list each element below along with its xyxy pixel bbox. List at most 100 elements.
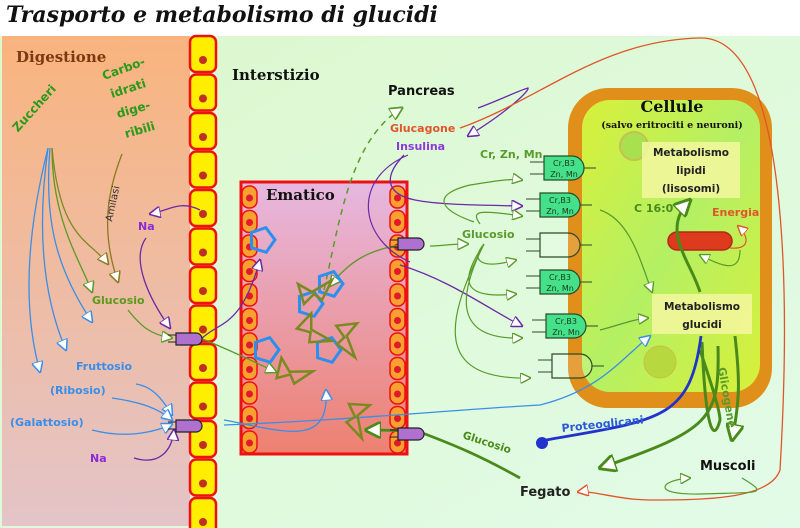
pancreas-label: Pancreas bbox=[388, 84, 455, 99]
epithelial-cell bbox=[188, 111, 218, 151]
cell-nucleus bbox=[246, 390, 253, 398]
glucose-transporter bbox=[551, 353, 593, 379]
svg-text:Metabolismo: Metabolismo bbox=[664, 301, 740, 313]
cell-nucleus bbox=[394, 194, 401, 202]
glucagone-label: Glucagone bbox=[390, 122, 455, 135]
cell-nucleus bbox=[246, 341, 253, 349]
fruttosio-label: Fruttosio bbox=[76, 360, 132, 373]
fegato-label: Fegato bbox=[520, 485, 570, 500]
transporter-protein bbox=[397, 427, 425, 441]
cell-nucleus bbox=[199, 518, 207, 526]
fructose-molecule bbox=[317, 269, 345, 299]
cell-nucleus bbox=[246, 268, 253, 275]
transporter-label: Zn, Mn bbox=[546, 207, 574, 216]
svg-text:glucidi: glucidi bbox=[682, 319, 722, 331]
cell-nucleus bbox=[199, 402, 207, 411]
glucose-molecule bbox=[274, 354, 318, 386]
svg-text:Metabolismo: Metabolismo bbox=[653, 147, 729, 159]
glucid-metabolism-box bbox=[652, 294, 752, 334]
cell-nucleus bbox=[394, 366, 401, 373]
cell-nucleus bbox=[246, 439, 253, 447]
transporter-protein bbox=[397, 237, 425, 251]
cell-nucleus bbox=[199, 364, 207, 372]
glucose-transporter bbox=[543, 155, 585, 181]
transporter-label: Cr,B3 bbox=[549, 196, 571, 205]
na-bottom-label: Na bbox=[90, 452, 107, 465]
cell-nucleus bbox=[199, 56, 207, 64]
transporter-label: Zn, Mn bbox=[550, 170, 578, 179]
glucosio-interstitium-label: Glucosio bbox=[462, 228, 515, 241]
cell-nucleus bbox=[394, 341, 401, 349]
cell-nucleus bbox=[394, 219, 401, 226]
blood-label: Ematico bbox=[266, 186, 335, 204]
epithelial-cell bbox=[188, 381, 218, 420]
digestion-region bbox=[2, 36, 190, 526]
lipid-metabolism-label: Metabolismo lipidi (lisosomi) bbox=[653, 147, 729, 195]
digestion-label: Digestione bbox=[16, 48, 106, 66]
cell-nucleus bbox=[199, 210, 207, 218]
glucose-molecule bbox=[344, 402, 373, 443]
cell-nucleus bbox=[199, 171, 207, 180]
epithelial-cell bbox=[188, 188, 218, 228]
transporter-label: Cr,B3 bbox=[555, 317, 577, 326]
cell-nucleus bbox=[394, 268, 401, 275]
cofactors-label: Cr, Zn, Mn bbox=[480, 148, 542, 161]
blood-molecules bbox=[249, 225, 373, 443]
interstitium-label: Interstizio bbox=[232, 66, 320, 84]
cell-nucleus bbox=[199, 479, 207, 488]
cell-nucleus bbox=[199, 325, 207, 334]
transporter-protein bbox=[175, 332, 203, 346]
glucose-molecule bbox=[334, 321, 360, 362]
fructose-molecule bbox=[253, 335, 281, 365]
transporter-label: Zn, Mn bbox=[546, 284, 574, 293]
cell-nucleus bbox=[394, 317, 401, 324]
transporter-label: Cr,B3 bbox=[549, 273, 571, 282]
ribosio-label: (Ribosio) bbox=[50, 384, 106, 397]
epithelial-cell bbox=[188, 73, 218, 112]
epithelial-cell bbox=[188, 150, 218, 189]
na-top-label: Na bbox=[138, 220, 155, 233]
glucid-metabolism-label: Metabolismo glucidi bbox=[664, 301, 740, 331]
cell-nucleus bbox=[199, 441, 207, 449]
galattosio-label: (Galattosio) bbox=[10, 416, 84, 429]
epithelial-cell bbox=[188, 227, 218, 266]
epithelial-cell bbox=[188, 496, 218, 528]
transporter-label: Cr,B3 bbox=[553, 159, 575, 168]
epithelial-cell bbox=[188, 34, 218, 74]
svg-text:lipidi: lipidi bbox=[676, 165, 705, 177]
epithelial-cell bbox=[188, 342, 218, 382]
muscoli-label: Muscoli bbox=[700, 459, 755, 474]
mitochondrion bbox=[667, 231, 733, 251]
blood-vessel bbox=[239, 180, 409, 456]
cell-nucleus bbox=[246, 194, 253, 202]
cell-nucleus bbox=[394, 390, 401, 398]
epithelial-cell bbox=[188, 265, 218, 305]
glucose-molecule bbox=[294, 310, 337, 344]
organelle bbox=[643, 345, 677, 379]
glucosio-digestion-label: Glucosio bbox=[92, 294, 145, 307]
membrane-transporters bbox=[168, 237, 425, 441]
epithelial-cell bbox=[188, 458, 218, 497]
cell-subtitle: (salvo eritrociti e neuroni) bbox=[601, 120, 742, 131]
energia-label: Energia bbox=[712, 206, 759, 219]
transporter-protein bbox=[175, 419, 203, 433]
fructose-molecule bbox=[249, 225, 277, 255]
cell-nucleus bbox=[394, 415, 401, 422]
cell-nucleus bbox=[246, 415, 253, 422]
c16-label: C 16:0 bbox=[634, 202, 674, 215]
cell-nucleus bbox=[246, 219, 253, 226]
glucose-transporter bbox=[539, 232, 581, 258]
glucose-molecule bbox=[295, 276, 336, 307]
glucose-transporter bbox=[539, 269, 581, 295]
proteoglycan-node bbox=[536, 437, 548, 449]
cell-nucleus bbox=[394, 292, 401, 300]
cell-nucleus bbox=[199, 248, 207, 257]
cell-nucleus bbox=[246, 317, 253, 324]
cell-nucleus bbox=[199, 133, 207, 141]
cell-title: Cellule bbox=[641, 97, 704, 116]
diagram-title: Trasporto e metabolismo di glucidi bbox=[6, 2, 438, 28]
insulina-label: Insulina bbox=[396, 140, 445, 153]
cell-nucleus bbox=[199, 94, 207, 103]
